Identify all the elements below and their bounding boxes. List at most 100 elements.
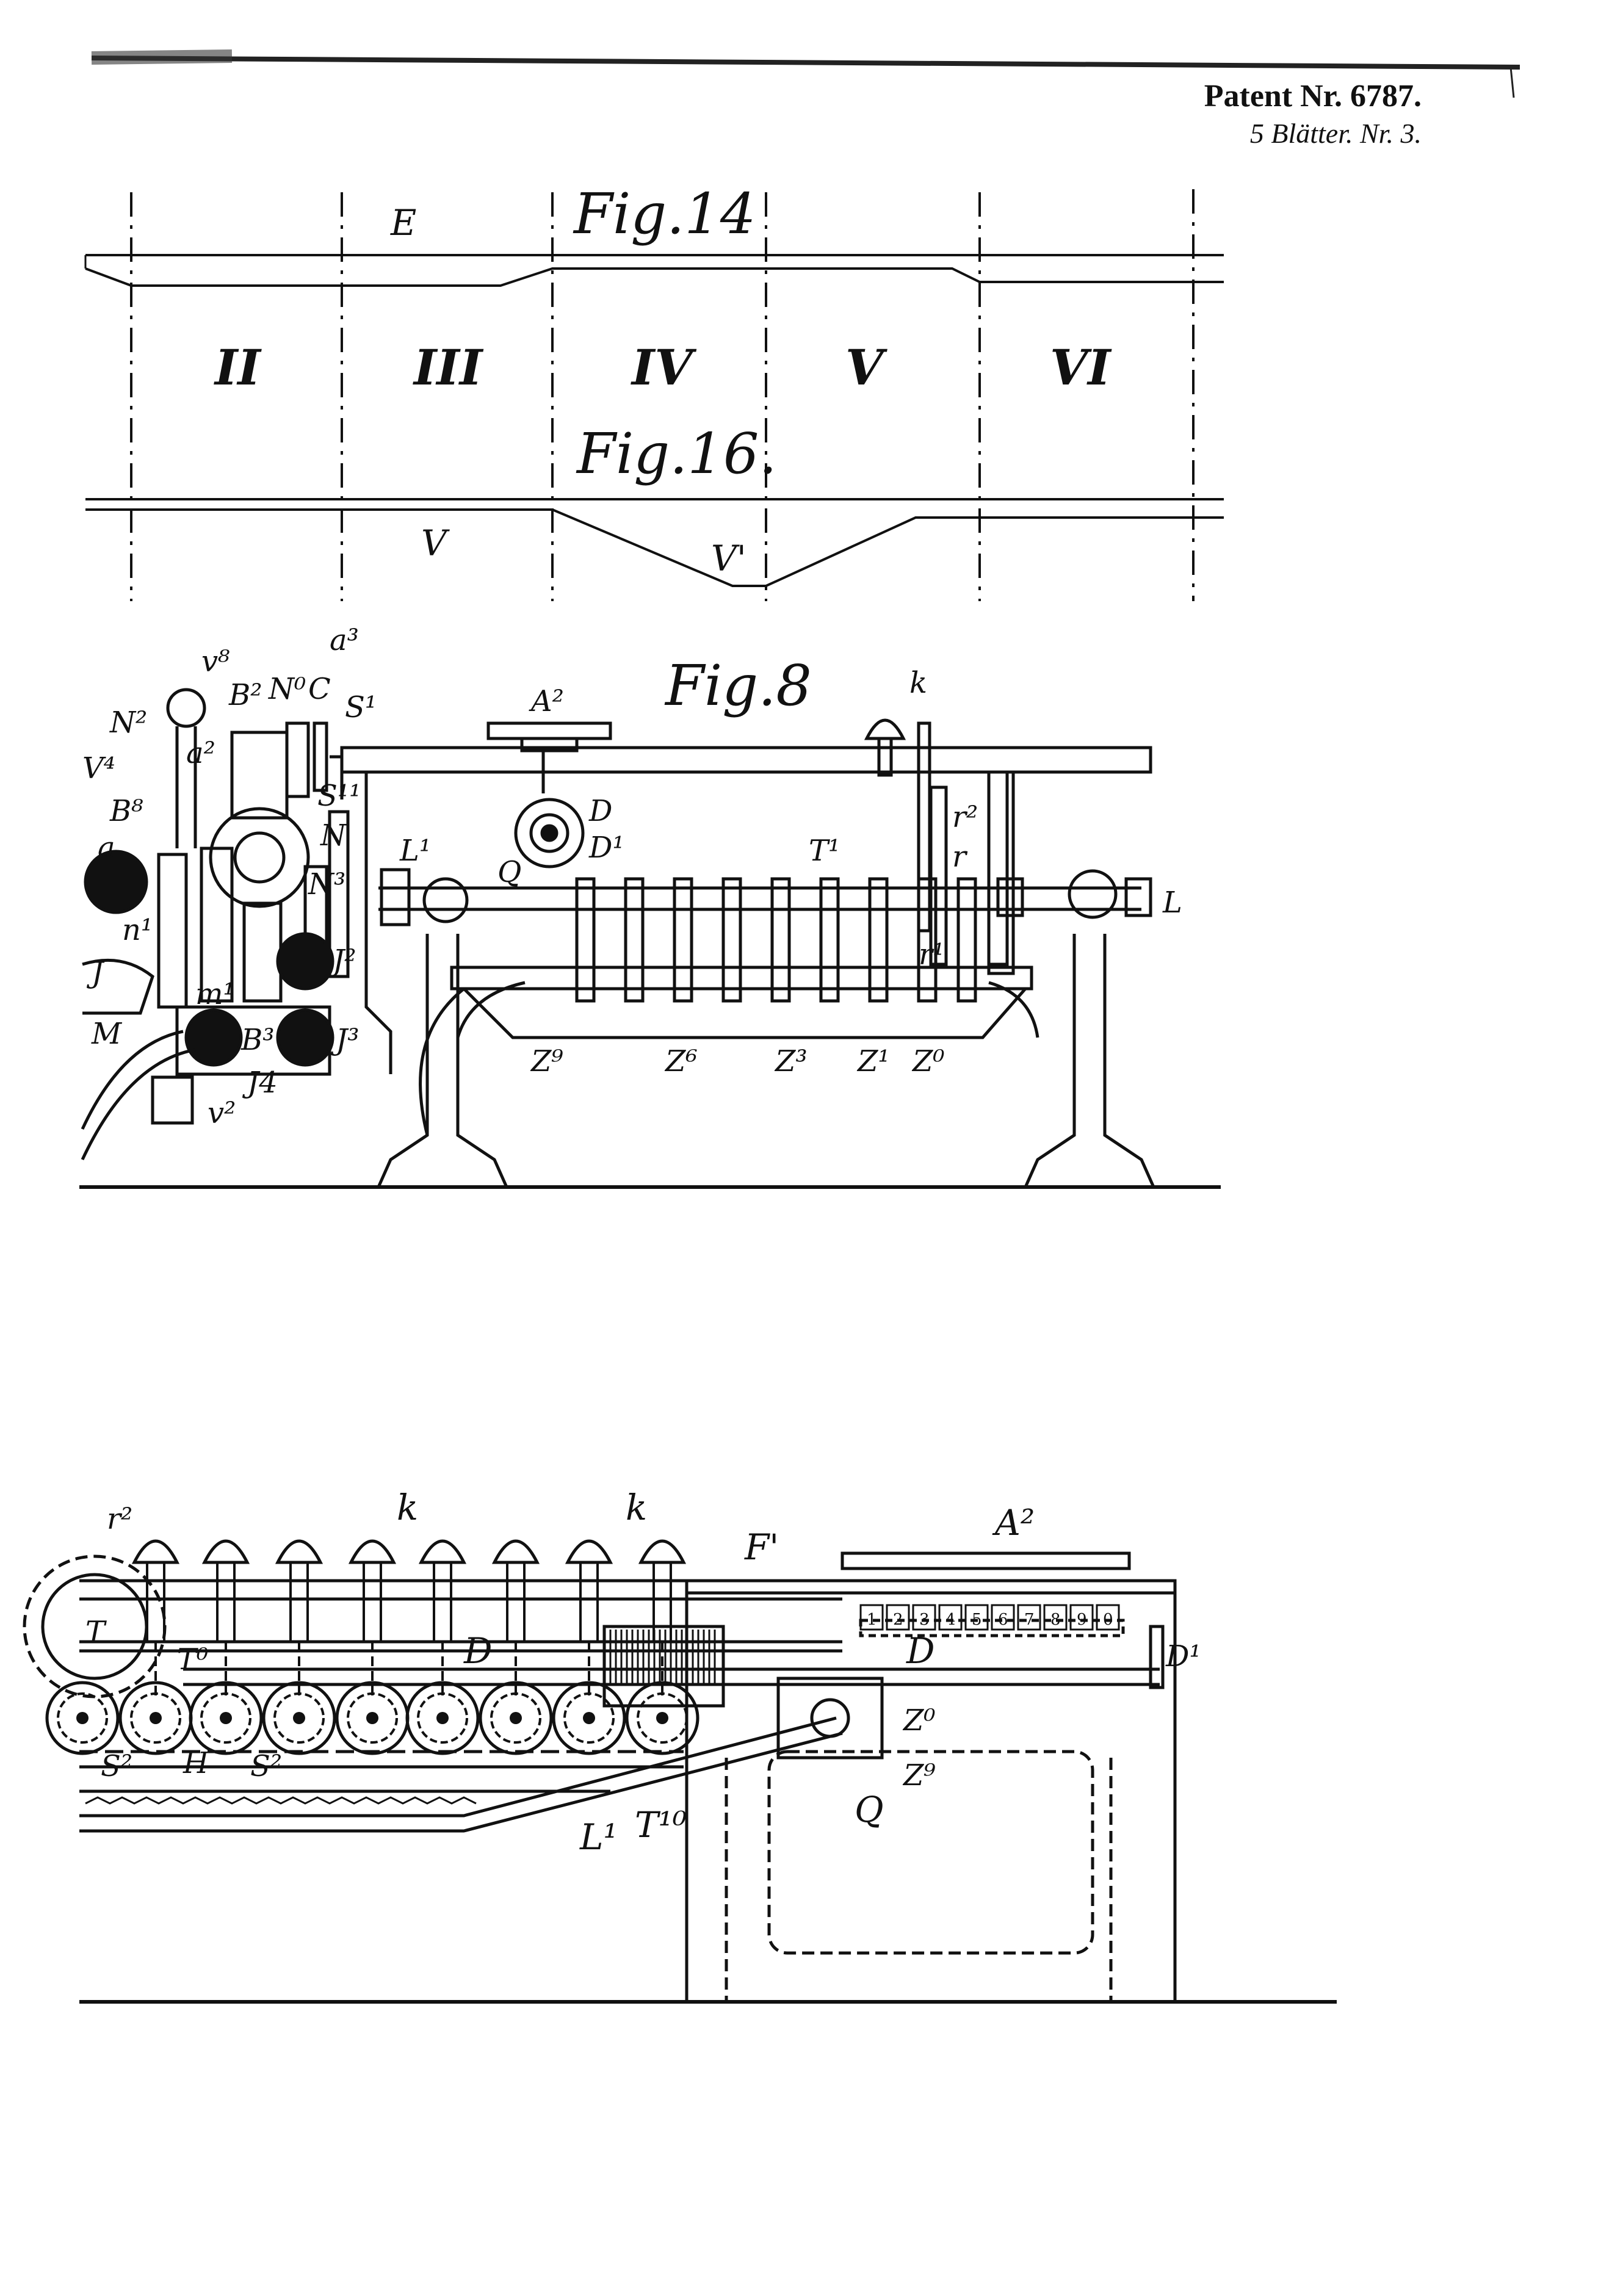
section-iii: III <box>413 339 484 396</box>
svg-text:Z¹: Z¹ <box>856 1044 890 1078</box>
knob-stem <box>433 1561 452 1643</box>
svg-text:Z⁰: Z⁰ <box>902 1703 936 1738</box>
roller-hub <box>436 1712 449 1724</box>
fig8-title: Fig.8 <box>664 653 812 718</box>
key-cell <box>1017 1604 1041 1631</box>
knob-stem <box>579 1561 599 1643</box>
key-cell <box>859 1604 884 1631</box>
roller-hub <box>293 1712 305 1724</box>
roller-outer <box>625 1681 699 1755</box>
svg-text:Q: Q <box>855 1789 884 1830</box>
svg-text:N: N <box>320 818 347 853</box>
svg-text:a²: a² <box>186 736 215 770</box>
key-number: 6 <box>998 1611 1008 1629</box>
key-cell <box>964 1604 989 1631</box>
label-v: V <box>421 522 450 564</box>
fig14-title: Fig.14 <box>573 181 756 247</box>
section-ii: II <box>214 339 262 396</box>
svg-text:B³: B³ <box>240 1023 275 1057</box>
knob-k <box>491 1539 540 1564</box>
svg-text:k: k <box>397 1487 418 1528</box>
roller-hub <box>76 1712 89 1724</box>
svg-text:v⁸: v⁸ <box>201 644 230 679</box>
svg-text:B²: B² <box>228 678 262 712</box>
svg-text:S²: S² <box>250 1749 282 1783</box>
roller-outer <box>189 1681 263 1755</box>
key-cell <box>1096 1604 1120 1631</box>
patent-number: Patent Nr. 6787. <box>1204 79 1422 114</box>
svg-text:S²: S² <box>101 1749 132 1783</box>
svg-text:J³: J³ <box>330 1023 359 1057</box>
roller-outer <box>262 1681 336 1755</box>
fig8-labels: a³ v⁸ B² N⁰ C S¹ N² a² V⁴ B⁸ a N S¹¹ N³ … <box>82 623 1182 1130</box>
knob-stem <box>216 1561 236 1643</box>
section-vi: VI <box>1050 339 1112 396</box>
svg-text:r²: r² <box>107 1502 132 1536</box>
sheet-number: 5 Blätter. Nr. 3. <box>1249 118 1422 149</box>
fig14-16-diagram <box>84 189 1224 601</box>
key-number: 2 <box>893 1611 903 1629</box>
svg-text:D: D <box>906 1630 935 1672</box>
svg-text:Z⁶: Z⁶ <box>664 1044 698 1078</box>
scan-edge <box>91 49 1520 98</box>
svg-text:a³: a³ <box>330 623 359 657</box>
section-iv: IV <box>631 339 696 396</box>
svg-text:J4: J4 <box>242 1066 278 1100</box>
section-dividers <box>130 189 1195 601</box>
fig16-title: Fig.16. <box>576 421 777 486</box>
roller-hub <box>510 1712 522 1724</box>
roller-inner <box>130 1692 181 1744</box>
knob-k <box>638 1539 687 1564</box>
key-cell <box>938 1604 963 1631</box>
svg-text:n¹: n¹ <box>122 913 153 947</box>
svg-text:Z⁹: Z⁹ <box>902 1758 936 1792</box>
svg-text:a: a <box>98 831 115 865</box>
svg-text:F': F' <box>744 1526 779 1568</box>
roller-hub <box>220 1712 232 1724</box>
knob-k <box>131 1539 180 1564</box>
svg-text:A²: A² <box>529 684 564 718</box>
roller-inner <box>637 1692 688 1744</box>
fig8-drawing <box>79 688 1221 1189</box>
knob-stem <box>506 1561 526 1643</box>
key-number: 7 <box>1024 1611 1035 1629</box>
key-number: 0 <box>1103 1611 1113 1629</box>
svg-text:Z⁰: Z⁰ <box>911 1044 945 1078</box>
roller-hub <box>656 1712 668 1724</box>
svg-text:M: M <box>91 1017 123 1051</box>
knob-k <box>201 1539 250 1564</box>
svg-text:Z⁹: Z⁹ <box>530 1044 563 1078</box>
label-e: E <box>390 202 416 244</box>
knob-k <box>348 1539 397 1564</box>
key-number: 1 <box>867 1611 877 1629</box>
knob-stem <box>363 1561 382 1643</box>
svg-text:T¹: T¹ <box>809 834 840 868</box>
key-cell <box>1043 1604 1068 1631</box>
svg-text:L: L <box>1162 886 1182 920</box>
roller-outer <box>479 1681 553 1755</box>
svg-text:A²: A² <box>992 1502 1035 1543</box>
roller-hub <box>366 1712 378 1724</box>
svg-text:N⁰: N⁰ <box>268 672 306 706</box>
key-cell <box>991 1604 1015 1631</box>
svg-text:L¹: L¹ <box>399 834 431 868</box>
roller-inner <box>563 1692 615 1744</box>
lower-drawing <box>23 1551 1337 2004</box>
key-number: 5 <box>972 1611 982 1629</box>
knob-k <box>275 1539 324 1564</box>
svg-text:D¹: D¹ <box>588 831 624 865</box>
svg-text:L¹: L¹ <box>579 1816 618 1858</box>
lower-knobs-rollers <box>45 1539 716 1755</box>
knob-stem <box>289 1561 309 1643</box>
svg-text:B⁸: B⁸ <box>109 794 143 828</box>
knob-k <box>565 1539 613 1564</box>
svg-text:v²: v² <box>208 1096 236 1130</box>
key-number: 9 <box>1077 1611 1087 1629</box>
svg-text:S¹¹: S¹¹ <box>317 779 361 813</box>
knob-stem <box>652 1561 672 1643</box>
lower-labels: r² T k k F' A² T⁰ D D D¹ S² S² H Z⁰ Z⁹ L… <box>85 1487 1201 1858</box>
key-number: 4 <box>945 1611 956 1629</box>
svg-text:V⁴: V⁴ <box>82 751 115 785</box>
